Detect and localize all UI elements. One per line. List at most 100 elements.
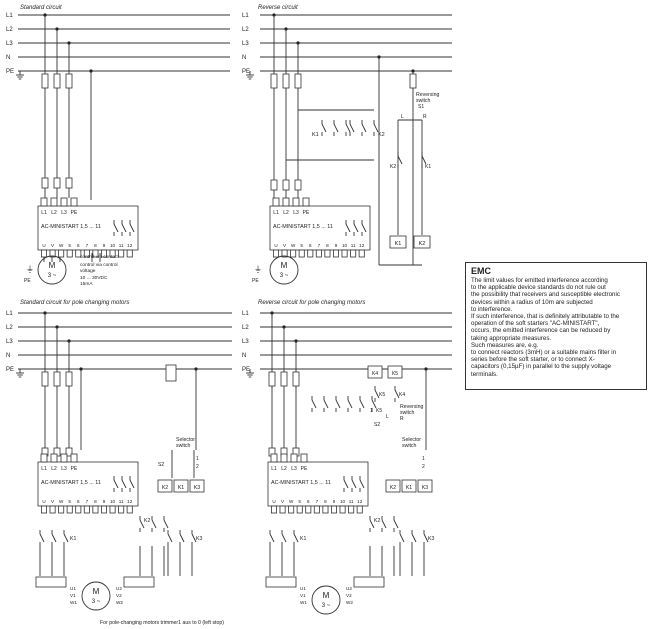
k5-contact: [371, 399, 377, 409]
terminal-bottom: [330, 505, 337, 514]
terminal-label-bottom: 6: [77, 243, 80, 248]
terminal-bottom: [92, 505, 99, 514]
k1-contact: [39, 533, 45, 543]
k2-contact: [139, 519, 145, 529]
k3-contact: [191, 533, 197, 543]
bus-label: L2: [242, 27, 249, 33]
motor: [311, 585, 341, 615]
terminal-block: [294, 179, 302, 191]
pos1-label: 1: [422, 456, 425, 462]
terminal-bottom: [83, 505, 90, 514]
terminal-bottom: [66, 505, 73, 514]
terminal-label-bottom: W: [59, 499, 64, 504]
control-note: 10 ... 30VDC: [80, 275, 108, 281]
pos-label: 1: [370, 408, 373, 414]
k4-contact: [335, 399, 341, 409]
winding-label: W1: [70, 600, 77, 605]
junction-dot: [424, 367, 428, 371]
relay-contact: [113, 223, 119, 233]
terminal-bottom: [339, 505, 346, 514]
winding-label: U2: [346, 586, 352, 591]
relay-contact: [353, 223, 359, 233]
bus-label: N: [6, 353, 10, 359]
terminal-bottom: [322, 505, 329, 514]
terminal-label-bottom: 10: [110, 243, 116, 248]
k1-contact: [345, 123, 351, 133]
fuse: [282, 73, 290, 89]
k5-coil-label: K5: [392, 371, 398, 377]
motor: [37, 255, 67, 285]
control-note: 15mA: [80, 281, 93, 287]
k2-contact: [349, 123, 355, 133]
terminal-bottom: [109, 505, 116, 514]
terminal-label-bottom: 5: [68, 243, 71, 248]
fuse: [270, 73, 278, 89]
k1-contact: [51, 533, 57, 543]
fuse: [292, 371, 300, 387]
k1-label: K1: [312, 132, 319, 138]
emc-notice-box: EMC The limit values for emitted interfe…: [465, 262, 647, 390]
k2-contact: [361, 123, 367, 133]
relay-contact: [129, 223, 135, 233]
s2-label: S2: [374, 422, 380, 428]
terminal-top: [60, 453, 68, 463]
terminal-bottom: [350, 249, 357, 258]
reversing-label: switch: [416, 98, 431, 104]
motor-phase: 3 ~: [92, 599, 101, 605]
terminal-bottom: [332, 249, 339, 258]
motor-label: M: [281, 261, 288, 270]
emc-line: to interference.: [471, 305, 513, 313]
terminal-label-bottom: W: [289, 499, 294, 504]
bus-label: L3: [6, 339, 13, 345]
terminal-label-bottom: 10: [110, 499, 116, 504]
k1-coil: [401, 479, 417, 493]
emc-line: to connect reactors (3mH) or a suitable …: [471, 349, 617, 357]
k2-aux-label: K2: [390, 164, 396, 170]
terminal-bottom: [281, 249, 288, 258]
terminal-label-top: L1: [41, 466, 47, 472]
terminal-label-top: L1: [273, 210, 279, 216]
k2-contact: [369, 519, 375, 529]
terminal-bottom: [272, 249, 279, 258]
k2-contact: [393, 519, 399, 529]
terminal-label-top: L3: [61, 466, 67, 472]
ground-icon: ⏚: [254, 265, 262, 274]
bus-label: L1: [242, 311, 249, 317]
terminal-bottom: [348, 505, 355, 514]
k2-coil-label: K2: [162, 485, 168, 491]
k1-contact: [281, 533, 287, 543]
terminal-bottom: [58, 505, 65, 514]
terminal-label-bottom: 7: [86, 499, 89, 504]
k2-label: K2: [378, 132, 385, 138]
motor-label: M: [93, 587, 100, 596]
k2-label: K2: [374, 518, 380, 524]
terminal-bottom: [324, 249, 331, 258]
terminal-label-bottom: 6: [77, 499, 80, 504]
terminal-top: [70, 453, 78, 463]
device-label: AC-MINISTART 1,5 ... 11: [41, 480, 101, 486]
terminal-bottom: [41, 505, 48, 514]
terminal-label-bottom: 12: [359, 243, 365, 248]
terminal-label-bottom: 12: [127, 499, 133, 504]
terminal-bottom: [83, 249, 90, 258]
emc-line: terminals.: [471, 370, 498, 378]
terminal-label-bottom: V: [51, 499, 55, 504]
terminal-bottom: [49, 505, 56, 514]
k4-contact: [311, 399, 317, 409]
terminal-label-bottom: 9: [103, 243, 106, 248]
winding-label: W2: [116, 600, 123, 605]
terminal-label-bottom: 10: [340, 499, 346, 504]
motor-label: M: [323, 591, 330, 600]
title-reverse: Reverse circuit: [258, 5, 298, 11]
terminal-bottom: [41, 249, 48, 258]
junction-dot: [89, 69, 93, 73]
terminal-label-bottom: 11: [349, 499, 354, 504]
terminal-label-top: L3: [293, 210, 299, 216]
terminal-top: [40, 197, 48, 207]
terminal-bottom: [101, 249, 108, 258]
winding-terminals: [123, 576, 155, 588]
fuse: [53, 73, 61, 89]
terminal-top: [300, 453, 308, 463]
terminal-label-top: L2: [51, 210, 57, 216]
